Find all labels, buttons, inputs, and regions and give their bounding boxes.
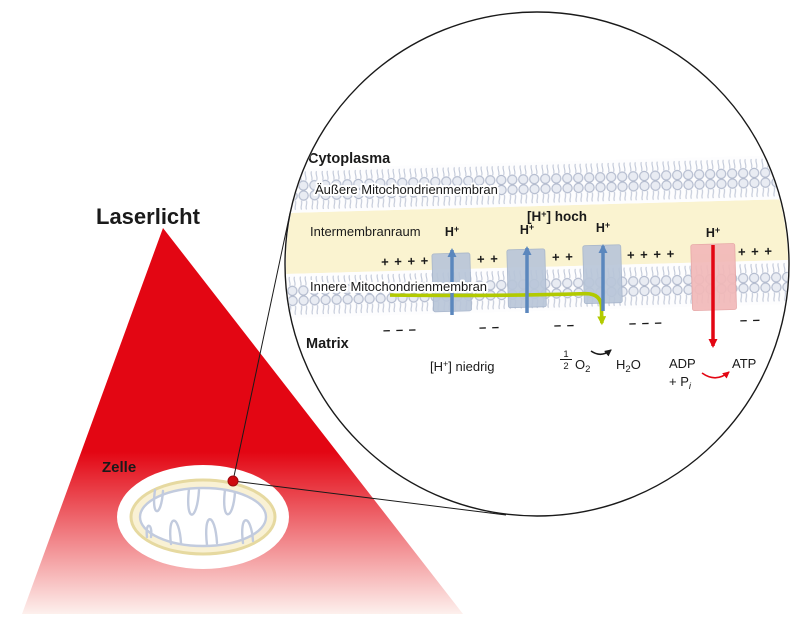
laser-label: Laserlicht: [96, 204, 201, 229]
magnifier-circle-outline: [284, 11, 790, 517]
adp-to-atp-arrow: [701, 371, 730, 379]
intermembrane-space: [286, 199, 788, 274]
atp-synthesis-reaction: ADP + Pi ATP: [669, 356, 756, 392]
proton-label-1: H+: [445, 224, 459, 239]
minus-charges-row: – – –: [383, 321, 417, 337]
plus-charges-row: + + +: [738, 243, 773, 259]
cytoplasm-label: Cytoplasma: [308, 151, 391, 167]
oxygen-fraction-denominator: 2: [563, 361, 568, 372]
h-concentration-low-label: [H+] niedrig: [430, 359, 495, 374]
outer-membrane-label: Äußere Mitochondrienmembran: [315, 182, 498, 197]
h-concentration-high-label: [H+] hoch: [527, 209, 587, 224]
cristae: [145, 487, 255, 547]
cell-label: Zelle: [102, 459, 136, 476]
outer-membrane: [286, 154, 788, 214]
inner-membrane-label: Innere Mitochondrienmembran: [310, 279, 487, 294]
adp-label: ADP: [669, 356, 696, 371]
intermembrane-label: Intermembranraum: [310, 224, 421, 239]
oxygen-symbol: O2: [575, 357, 590, 375]
minus-charges-row: – –: [740, 312, 761, 328]
magnifier-line-lower: [232, 480, 507, 516]
phosphate-label: + Pi: [669, 374, 692, 392]
oxygen-to-water-reaction: 1 2 O2 H2O: [560, 349, 641, 375]
water-label: H2O: [616, 357, 641, 375]
electron-flow-arrow: [389, 291, 607, 326]
magnified-content: + + + + + + + + + + + + + + + – – – – – …: [286, 151, 788, 392]
proton-label-synthase: H+: [706, 225, 720, 240]
minus-charges-row: – – –: [629, 315, 663, 331]
mitochondrion-illustration: [129, 478, 277, 556]
magnifier-line-upper: [232, 212, 291, 482]
outer-membrane-lipids: [286, 154, 788, 214]
plus-charges-row: + + + +: [627, 246, 676, 262]
minus-charges-row: – –: [479, 319, 500, 335]
minus-charges-row: – –: [554, 317, 575, 333]
mitochondrion-inner-membrane: [138, 486, 268, 548]
sample-point-dot: [227, 475, 239, 487]
reaction-arrow: [590, 349, 612, 357]
matrix-label: Matrix: [306, 336, 349, 352]
plus-charges-row: + + + +: [381, 253, 430, 269]
plus-charges-row: + +: [552, 249, 574, 265]
proton-label-3: H+: [596, 220, 610, 235]
proton-label-2: H+: [520, 222, 534, 237]
cell: [117, 465, 289, 569]
oxygen-fraction-numerator: 1: [563, 349, 568, 360]
plus-charges-row: + +: [477, 251, 499, 267]
atp-label: ATP: [732, 356, 756, 371]
